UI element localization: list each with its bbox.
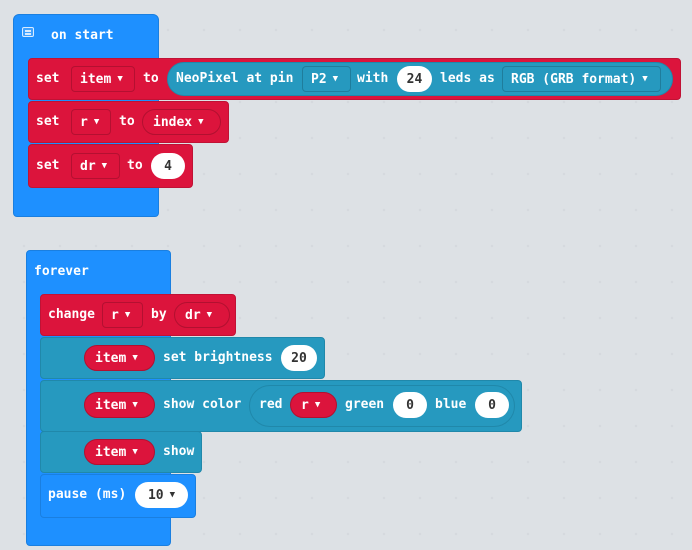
- brightness-strip-value: item: [95, 350, 127, 366]
- red-value: r: [301, 397, 309, 413]
- set-item-var-value: item: [80, 71, 112, 87]
- neopixel-prefix-label: NeoPixel at pin: [176, 71, 294, 86]
- change-by-label: by: [151, 307, 167, 322]
- set-item-set-label: set: [36, 71, 60, 86]
- change-var-dropdown[interactable]: r ▼: [102, 302, 143, 328]
- dr-value-field[interactable]: 4: [151, 153, 185, 179]
- blue-value: 0: [488, 397, 496, 413]
- chevron-down-icon: ▼: [117, 74, 123, 84]
- green-label: green: [345, 397, 385, 412]
- format-dropdown[interactable]: RGB (GRB format) ▼: [502, 66, 661, 92]
- pause-block[interactable]: [40, 474, 196, 518]
- led-count-field[interactable]: 24: [397, 66, 432, 92]
- set-brightness-label: set brightness: [163, 350, 273, 365]
- dr-value: 4: [164, 158, 172, 174]
- blue-value-field[interactable]: 0: [475, 392, 509, 418]
- brightness-value-field[interactable]: 20: [281, 345, 317, 371]
- green-value-field[interactable]: 0: [393, 392, 427, 418]
- chevron-down-icon: ▼: [332, 74, 339, 84]
- comment-icon[interactable]: [22, 27, 34, 37]
- pin-dropdown[interactable]: P2 ▼: [302, 66, 351, 92]
- green-value: 0: [406, 397, 414, 413]
- show-color-strip-value: item: [95, 397, 127, 413]
- neopixel-leds-as-label: leds as: [440, 71, 495, 86]
- blue-label: blue: [435, 397, 467, 412]
- set-r-set-label: set: [36, 114, 60, 129]
- chevron-down-icon: ▼: [169, 490, 176, 500]
- chevron-down-icon: ▼: [132, 353, 138, 363]
- brightness-strip-reporter[interactable]: item ▼: [84, 345, 155, 371]
- set-dr-var-value: dr: [80, 158, 96, 174]
- set-item-var-dropdown[interactable]: item ▼: [71, 66, 135, 92]
- set-dr-set-label: set: [36, 158, 60, 173]
- pause-label: pause (ms): [48, 487, 127, 502]
- chevron-down-icon: ▼: [132, 400, 138, 410]
- set-r-var-value: r: [80, 114, 88, 130]
- show-strip-value: item: [95, 444, 127, 460]
- chevron-down-icon: ▼: [198, 117, 204, 127]
- set-dr-to-label: to: [127, 158, 143, 173]
- forever-label: forever: [34, 264, 89, 279]
- on-start-label: on start: [51, 28, 114, 43]
- chevron-down-icon: ▼: [101, 161, 108, 171]
- chevron-down-icon: ▼: [314, 400, 321, 410]
- chevron-down-icon: ▼: [93, 117, 100, 127]
- chevron-down-icon: ▼: [132, 447, 138, 457]
- pause-value: 10: [147, 487, 164, 503]
- set-item-to-label: to: [143, 71, 159, 86]
- set-r-to-label: to: [119, 114, 135, 129]
- dr-reporter-value: dr: [185, 307, 201, 323]
- show-color-label: show color: [163, 397, 242, 412]
- pause-value-dropdown[interactable]: 10 ▼: [135, 482, 188, 508]
- change-label: change: [48, 307, 95, 322]
- dr-reporter[interactable]: dr ▼: [174, 302, 230, 328]
- chevron-down-icon: ▼: [124, 310, 131, 320]
- rgb-block[interactable]: [249, 385, 515, 427]
- pin-value: P2: [311, 71, 327, 87]
- change-var-value: r: [111, 307, 119, 323]
- show-strip-reporter[interactable]: item ▼: [84, 439, 155, 465]
- format-value: RGB (GRB format): [511, 71, 637, 87]
- red-label: red: [259, 397, 283, 412]
- set-r-var-dropdown[interactable]: r ▼: [71, 109, 111, 135]
- show-label: show: [163, 444, 195, 459]
- index-reporter[interactable]: index ▼: [142, 109, 221, 135]
- brightness-value: 20: [291, 350, 307, 366]
- red-reporter[interactable]: r ▼: [290, 392, 337, 418]
- set-dr-var-dropdown[interactable]: dr ▼: [71, 153, 120, 179]
- chevron-down-icon: ▼: [642, 74, 648, 84]
- neopixel-with-label: with: [357, 71, 389, 86]
- chevron-down-icon: ▼: [206, 310, 213, 320]
- show-color-strip-reporter[interactable]: item ▼: [84, 392, 155, 418]
- led-count-value: 24: [406, 71, 423, 87]
- index-value: index: [153, 114, 193, 130]
